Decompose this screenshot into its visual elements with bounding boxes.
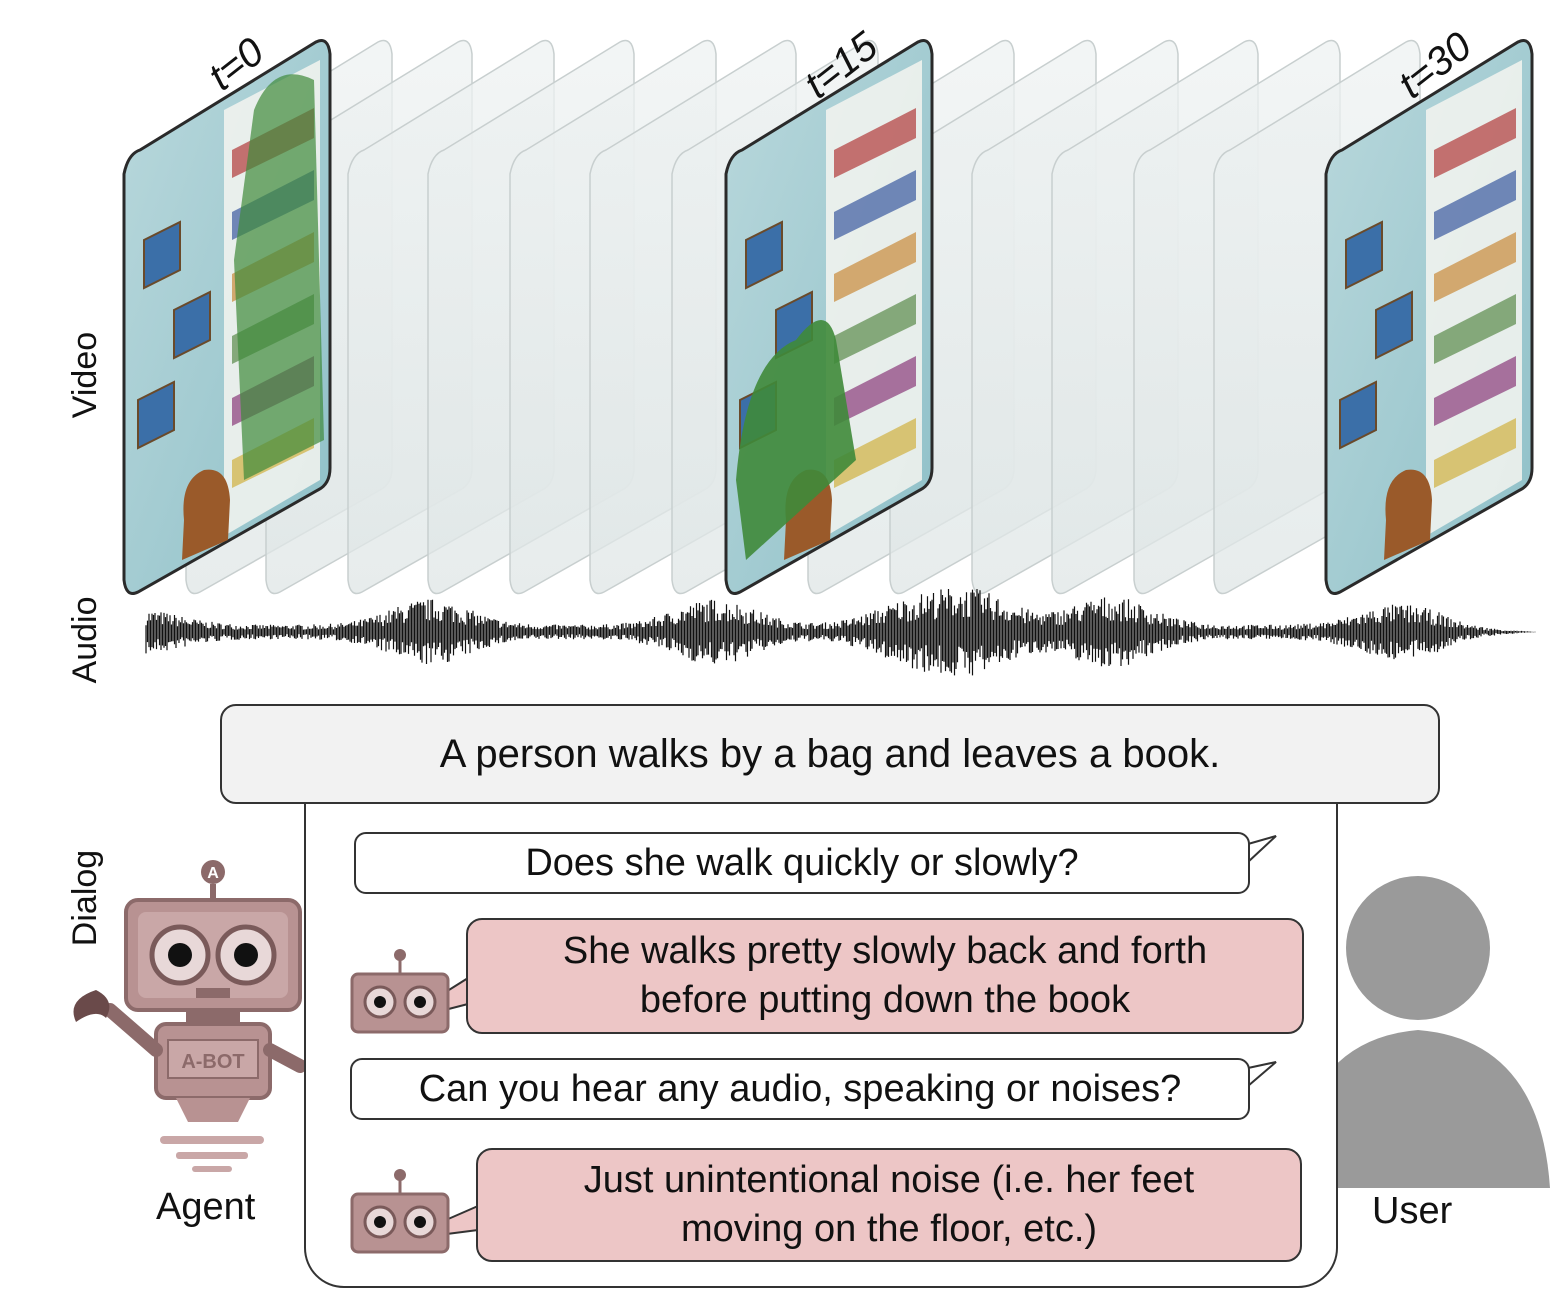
answer-1-line-1: She walks pretty slowly back and forth [562, 930, 1208, 973]
question-2-text: Can you hear any audio, speaking or nois… [418, 1067, 1182, 1110]
key-frame-1 [724, 39, 934, 595]
user-question-1: Does she walk quickly or slowly? [354, 832, 1250, 894]
key-video-frames [122, 39, 1534, 595]
user-silhouette-icon [1290, 876, 1550, 1188]
answer-2-line-2: moving on the floor, etc.) [680, 1208, 1098, 1250]
audio-row-label: Audio [66, 596, 104, 684]
agent-answer-2: Just unintentional noise (i.e. her feet … [476, 1148, 1302, 1262]
user-label: User [1372, 1190, 1453, 1232]
svg-text:A: A [207, 865, 219, 882]
agent-answer-1: She walks pretty slowly back and forth b… [466, 918, 1304, 1034]
audio-waveform [145, 589, 1536, 676]
answer-1-line-2: before putting down the book [639, 979, 1131, 1021]
dialog-row-label: Dialog [66, 849, 104, 947]
user-question-2: Can you hear any audio, speaking or nois… [350, 1058, 1250, 1120]
agent-label: Agent [156, 1186, 256, 1228]
agent-badge: A-BOT [181, 1051, 244, 1073]
agent-robot-icon: A A-BOT [73, 860, 307, 1172]
answer-2-line-1: Just unintentional noise (i.e. her feet [583, 1159, 1195, 1202]
video-row-label: Video [66, 331, 104, 419]
question-1-text: Does she walk quickly or slowly? [525, 841, 1079, 884]
video-caption: A person walks by a bag and leaves a boo… [220, 704, 1440, 804]
key-frame-0 [122, 39, 332, 595]
caption-text: A person walks by a bag and leaves a boo… [439, 731, 1221, 776]
key-frame-2 [1324, 39, 1534, 595]
